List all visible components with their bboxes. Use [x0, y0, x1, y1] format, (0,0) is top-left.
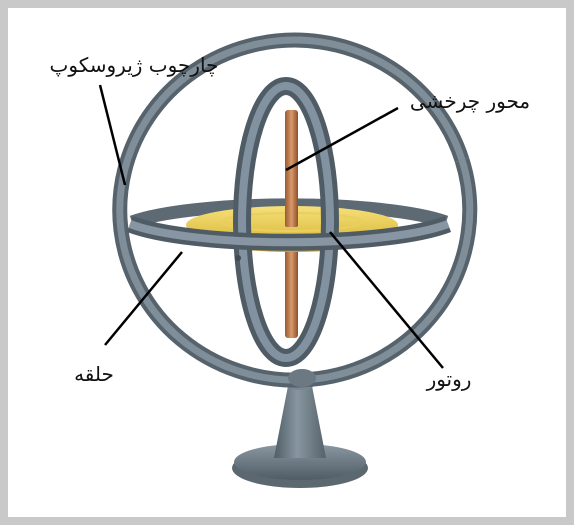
leader-gyroscope-frame: [100, 85, 125, 185]
label-rotor: روتور: [426, 367, 472, 391]
stand: [232, 382, 368, 488]
label-spin-axis: محور چرخشی: [410, 89, 530, 113]
label-gyroscope-frame: چارچوب ژیروسکوپ: [50, 53, 219, 77]
label-gimbal: حلقه: [74, 362, 114, 386]
leader-spin-axis: [286, 108, 398, 170]
